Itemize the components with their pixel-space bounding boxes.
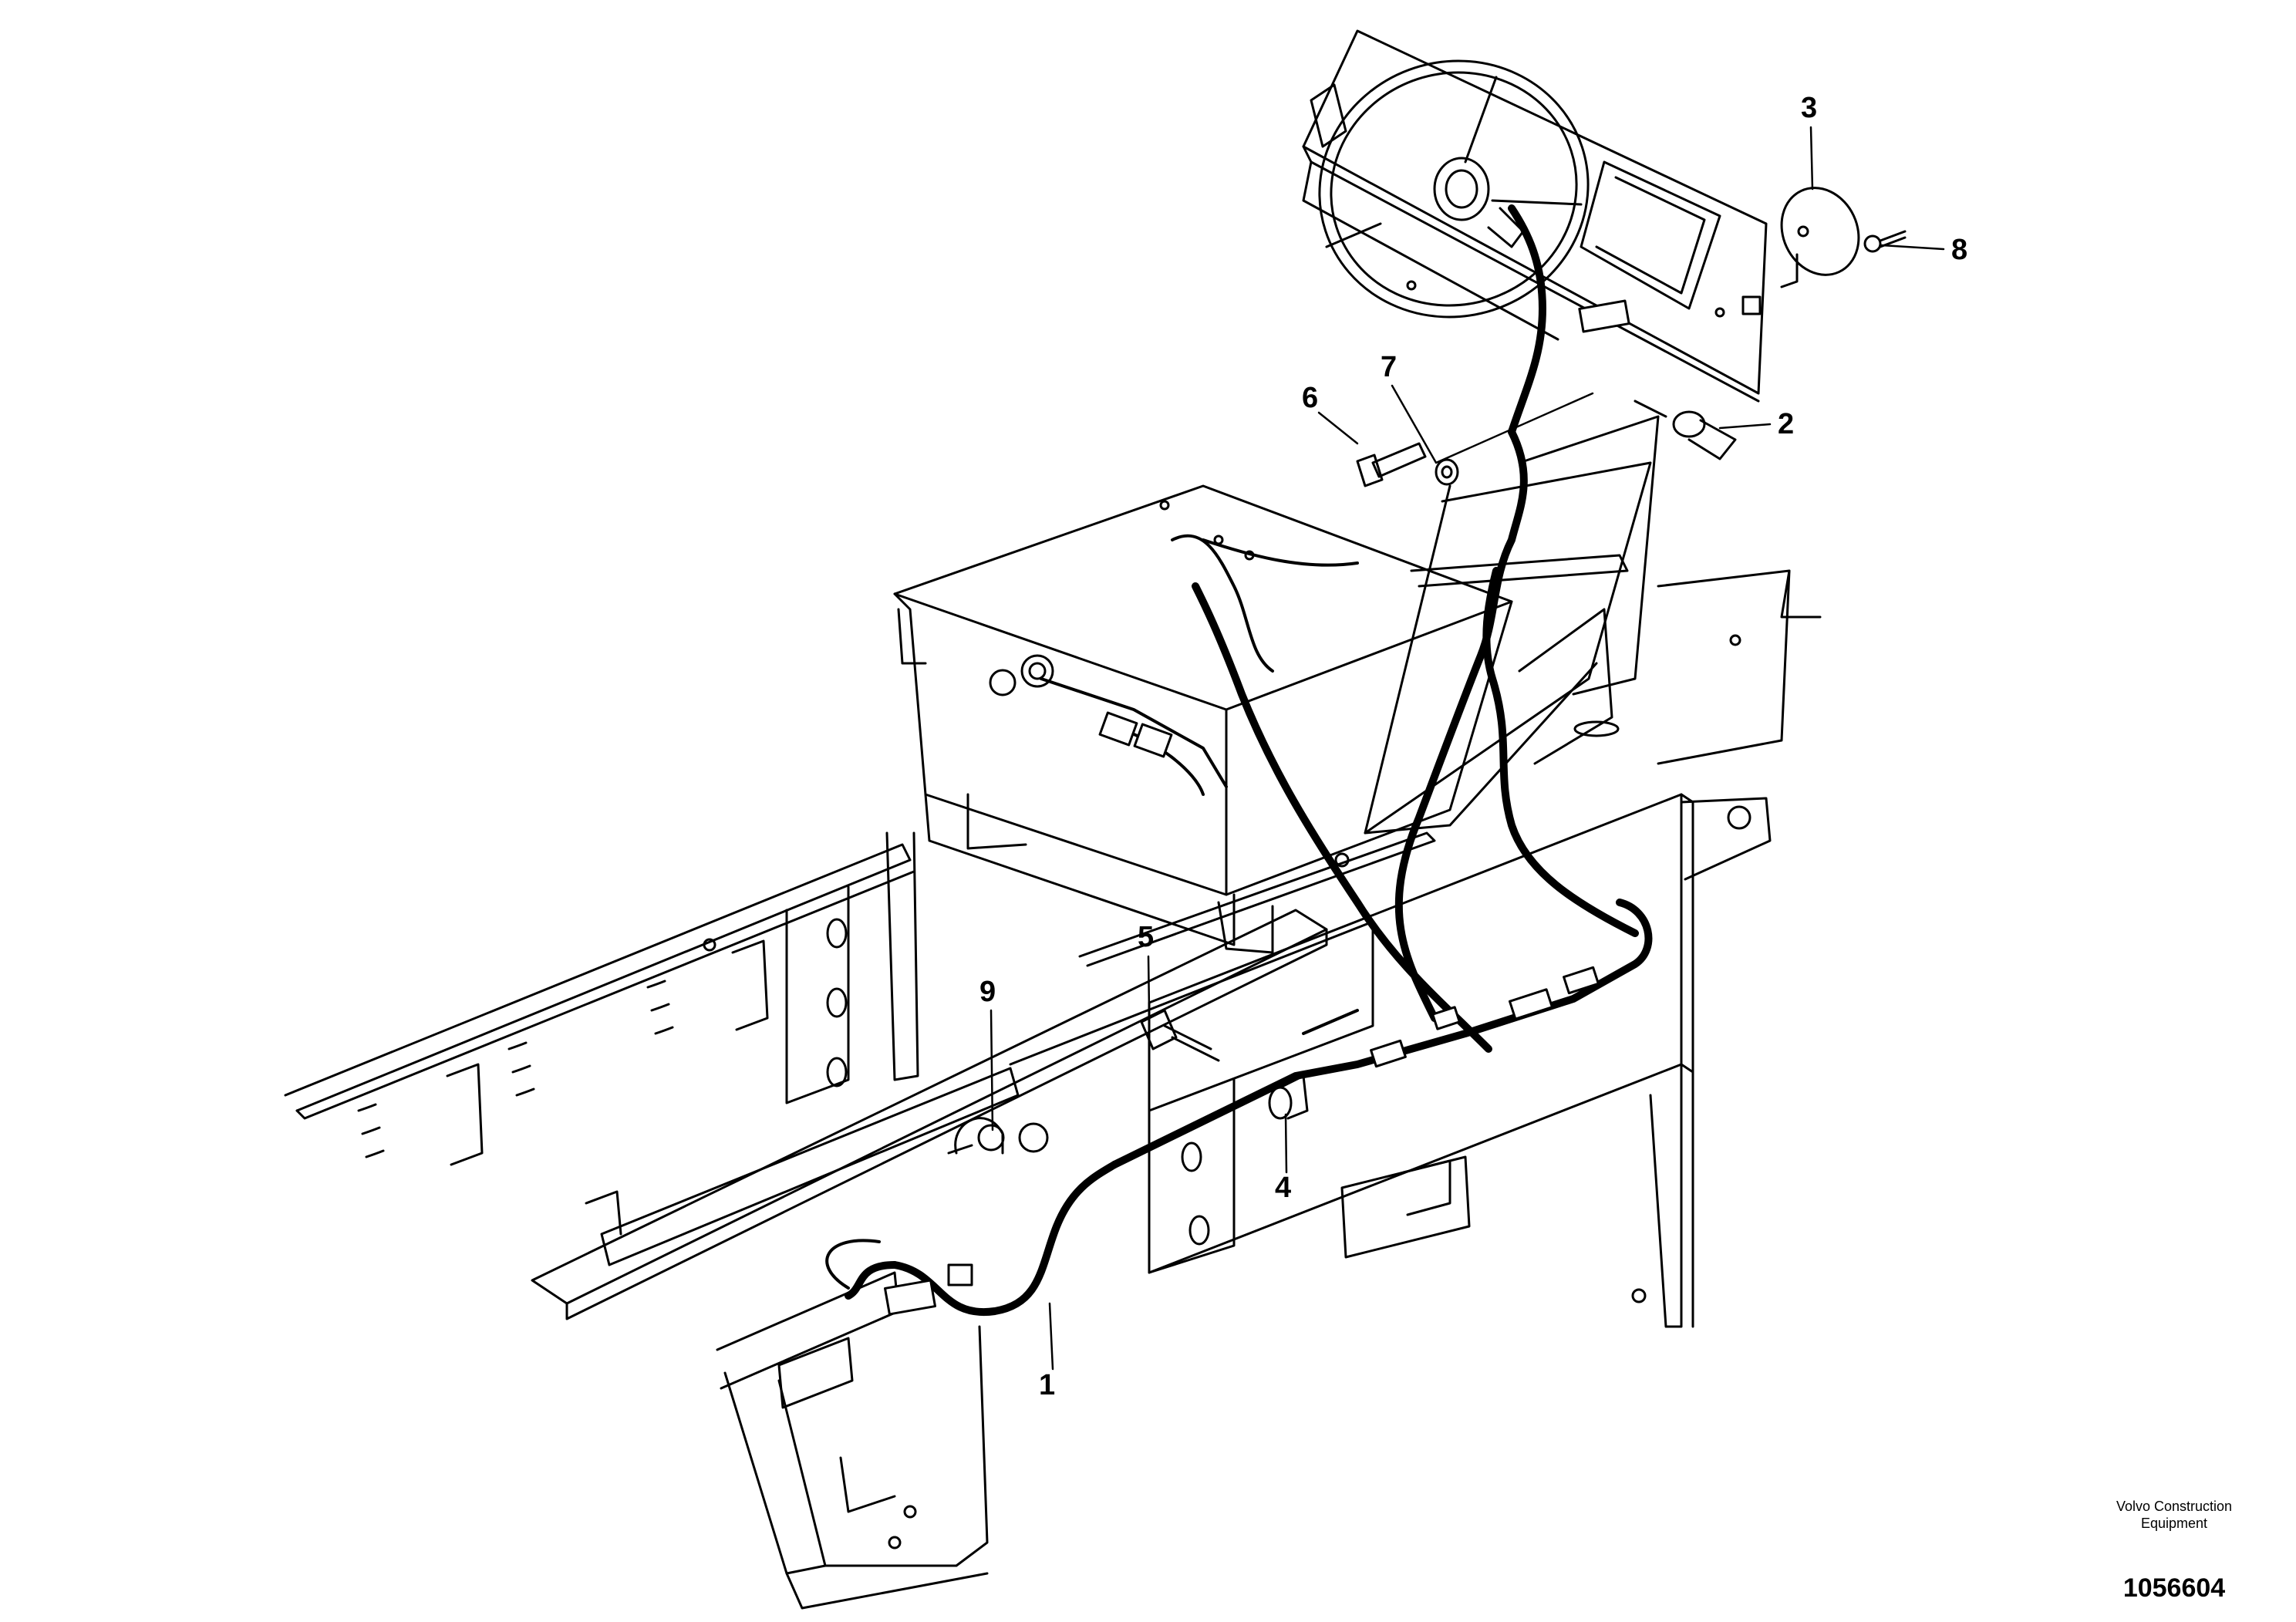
mid-bracket: [1009, 920, 1374, 1274]
harness-connectors: [884, 299, 1630, 1316]
electrical-box: [893, 484, 1513, 954]
callout-1: 1: [1039, 1369, 1055, 1401]
callout-8: 8: [1951, 234, 1967, 266]
callout-labels: 1 2 3 4 5 6 7 8 9: [979, 92, 1967, 1401]
chassis-frame: [284, 831, 1436, 1320]
callout-3: 3: [1801, 92, 1817, 124]
part-screw-item-6: [1356, 442, 1427, 487]
brand-caption: Volvo Construction Equipment: [2089, 1498, 2259, 1532]
callout-2: 2: [1778, 408, 1794, 440]
callout-6: 6: [1302, 382, 1318, 414]
front-bracket: [600, 1067, 1020, 1610]
brand-line-2: Equipment: [2140, 1516, 2208, 1531]
callout-9: 9: [979, 976, 996, 1008]
part-bolt-item-8: [1863, 230, 1907, 253]
dashboard-panel: [1302, 29, 1768, 403]
steering-wheel: [1318, 59, 1590, 319]
part-cover-item-3: [1780, 187, 1860, 288]
wire-harness: [845, 204, 1653, 1317]
steering-column-base: [1364, 415, 1822, 835]
part-washer-item-7: [1435, 458, 1459, 486]
callout-5: 5: [1138, 921, 1154, 953]
callout-4: 4: [1275, 1172, 1291, 1204]
part-screw-item-5: [1140, 1009, 1220, 1062]
part-switch-item-2: [1633, 400, 1737, 460]
part-clamp-item-9: [947, 1117, 1004, 1155]
document-number: 1056604: [2122, 1573, 2226, 1603]
leader-lines: [990, 126, 1945, 1371]
rear-frame-upright: [1148, 793, 1772, 1328]
callout-7: 7: [1381, 351, 1397, 383]
part-clip-item-4: [1268, 1074, 1309, 1120]
brand-line-1: Volvo Construction: [2116, 1499, 2233, 1514]
